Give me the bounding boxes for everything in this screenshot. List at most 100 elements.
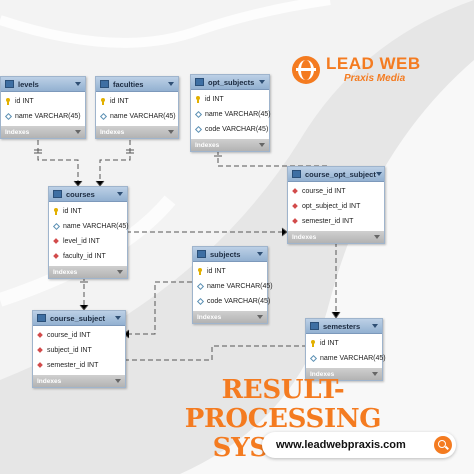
table-header[interactable]: semesters (306, 319, 382, 334)
expand-arrow-icon[interactable] (372, 372, 378, 376)
table-header[interactable]: opt_subjects (191, 75, 269, 90)
brand-logo: LEAD WEB Praxis Media (292, 52, 442, 86)
url-text: www.leadwebpraxis.com (276, 439, 406, 451)
table-icon (5, 80, 14, 88)
primary-key-icon (310, 340, 317, 347)
primary-key-icon (195, 96, 202, 103)
collapse-arrow-icon[interactable] (115, 316, 121, 320)
expand-arrow-icon[interactable] (168, 130, 174, 134)
column-list: course_id INT opt_subject_id INT semeste… (288, 182, 384, 231)
rel-optsubjects-courseopt (217, 150, 328, 167)
table-header[interactable]: subjects (193, 247, 267, 262)
globe-icon (292, 56, 320, 84)
column-row: id INT (191, 92, 269, 107)
brand-name: LEAD WEB (326, 54, 421, 73)
table-header[interactable]: courses (49, 187, 127, 202)
column-name: id INT (207, 268, 226, 275)
table-title: subjects (210, 249, 241, 259)
foreign-key-icon (292, 203, 299, 210)
collapse-arrow-icon[interactable] (372, 324, 378, 328)
column-row: id INT (193, 264, 267, 279)
column-icon (100, 113, 107, 120)
rel-subjects-coursesubject (124, 281, 192, 335)
expand-arrow-icon[interactable] (115, 379, 121, 383)
table-faculties[interactable]: faculties id INT name VARCHAR(45) Indexe… (95, 76, 179, 139)
table-title: courses (66, 189, 95, 199)
column-row: name VARCHAR(45) (306, 351, 386, 366)
column-row: code VARCHAR(45) (193, 294, 270, 309)
primary-key-icon (100, 98, 107, 105)
table-header[interactable]: faculties (96, 77, 178, 92)
expand-arrow-icon[interactable] (75, 130, 81, 134)
table-header[interactable]: course_opt_subject (288, 167, 384, 182)
indexes-label: Indexes (53, 268, 78, 276)
table-courses[interactable]: courses id INT name VARCHAR(45) level_id… (48, 186, 129, 279)
expand-arrow-icon[interactable] (257, 315, 263, 319)
table-icon (195, 78, 204, 86)
column-icon (310, 355, 317, 362)
collapse-arrow-icon[interactable] (168, 82, 174, 86)
column-list: id INT name VARCHAR(45) (96, 92, 178, 126)
table-icon (197, 250, 206, 258)
foreign-key-icon (53, 253, 60, 260)
table-title: course_subject (50, 313, 106, 323)
column-row: code VARCHAR(45) (191, 122, 269, 137)
rel-faculties-courses (99, 140, 131, 186)
collapse-arrow-icon[interactable] (257, 252, 263, 256)
column-row: name VARCHAR(45) (193, 279, 273, 294)
column-icon (195, 111, 202, 118)
collapse-arrow-icon[interactable] (75, 82, 81, 86)
table-icon (310, 322, 319, 330)
indexes-bar[interactable]: Indexes (33, 375, 125, 387)
indexes-bar[interactable]: Indexes (1, 126, 85, 138)
search-icon[interactable] (434, 436, 452, 454)
table-opt-subjects[interactable]: opt_subjects id INT name VARCHAR(45) cod… (190, 74, 271, 152)
column-row: id INT (49, 204, 127, 219)
collapse-arrow-icon[interactable] (375, 172, 382, 176)
indexes-label: Indexes (197, 313, 222, 321)
primary-key-icon (197, 268, 204, 275)
primary-key-icon (5, 98, 12, 105)
column-name: opt_subject_id INT (302, 203, 361, 210)
indexes-bar[interactable]: Indexes (96, 126, 178, 138)
collapse-arrow-icon[interactable] (117, 192, 123, 196)
table-subjects[interactable]: subjects id INT name VARCHAR(45) code VA… (192, 246, 273, 324)
indexes-bar[interactable]: Indexes (191, 139, 269, 151)
column-icon (53, 223, 60, 230)
table-title: faculties (113, 79, 144, 89)
expand-arrow-icon[interactable] (117, 270, 123, 274)
table-course-opt-subject[interactable]: course_opt_subject course_id INT opt_sub… (287, 166, 385, 244)
foreign-key-icon (292, 218, 299, 225)
column-row: id INT (96, 94, 178, 109)
url-bar[interactable]: www.leadwebpraxis.com (262, 432, 456, 458)
indexes-label: Indexes (100, 128, 125, 136)
column-list: id INT name VARCHAR(45) (306, 334, 386, 368)
indexes-bar[interactable]: Indexes (306, 368, 382, 380)
foreign-key-icon (37, 347, 44, 354)
table-icon (292, 170, 301, 178)
table-header[interactable]: course_subject (33, 311, 125, 326)
brand-tagline: Praxis Media (344, 73, 406, 84)
column-row: level_id INT (49, 234, 127, 249)
indexes-bar[interactable]: Indexes (193, 311, 267, 323)
indexes-label: Indexes (310, 370, 335, 378)
column-name: level_id INT (63, 238, 100, 245)
column-row: faculty_id INT (49, 249, 127, 264)
column-list: id INT name VARCHAR(45) code VARCHAR(45) (193, 262, 273, 311)
column-list: id INT name VARCHAR(45) code VARCHAR(45) (191, 90, 271, 139)
table-levels[interactable]: levels id INT name VARCHAR(45) Indexes (0, 76, 86, 139)
table-header[interactable]: levels (1, 77, 85, 92)
table-course-subject[interactable]: course_subject course_id INT subject_id … (32, 310, 126, 388)
collapse-arrow-icon[interactable] (259, 80, 265, 84)
indexes-bar[interactable]: Indexes (49, 266, 127, 278)
column-list: id INT name VARCHAR(45) (1, 92, 85, 126)
table-semesters[interactable]: semesters id INT name VARCHAR(45) Indexe… (305, 318, 386, 381)
expand-arrow-icon[interactable] (259, 143, 265, 147)
table-title: semesters (323, 321, 361, 331)
column-name: subject_id INT (47, 347, 92, 354)
indexes-bar[interactable]: Indexes (288, 231, 384, 243)
expand-arrow-icon[interactable] (374, 235, 380, 239)
column-icon (195, 126, 202, 133)
column-name: faculty_id INT (63, 253, 106, 260)
